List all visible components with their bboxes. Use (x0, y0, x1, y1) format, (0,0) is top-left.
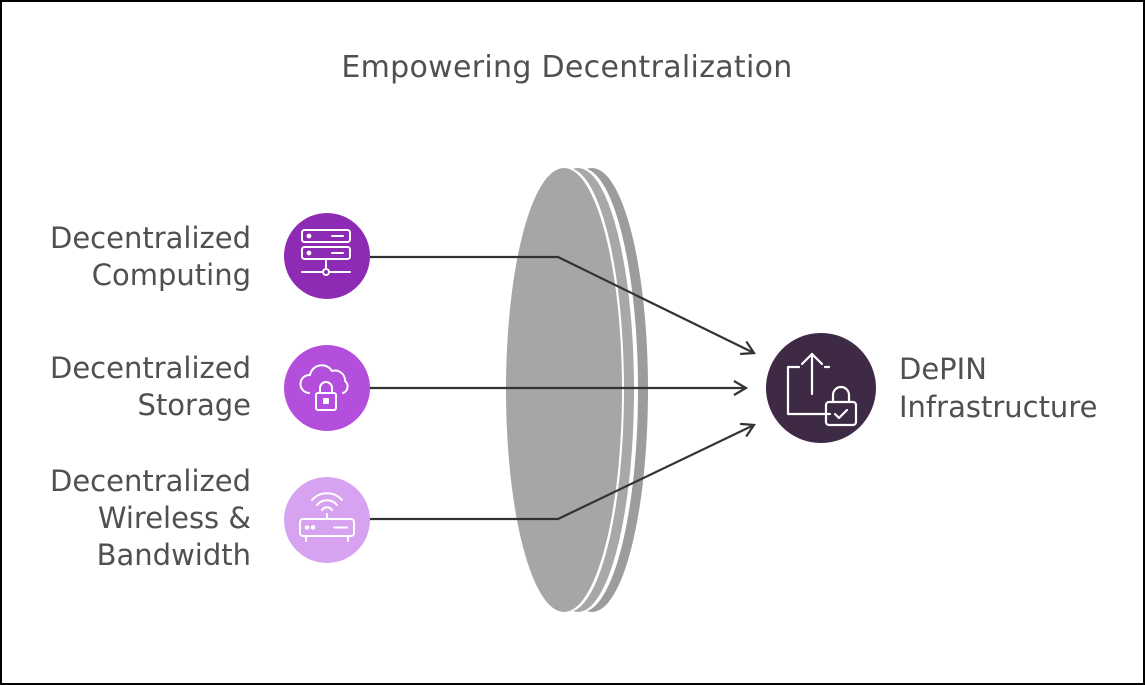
source-circle-storage (284, 345, 370, 431)
source-label-line: Computing (91, 258, 251, 292)
source-node-wireless (284, 477, 370, 563)
target-label: DePIN Infrastructure (899, 350, 1097, 426)
source-label-wireless: Decentralized Wireless & Bandwidth (50, 463, 251, 574)
cloud-lock-icon (299, 364, 349, 411)
source-label-line: Decentralized (50, 464, 251, 498)
target-node (766, 333, 876, 443)
lens (506, 168, 648, 612)
lens-face (506, 168, 622, 612)
connector-computing (370, 255, 756, 356)
diagram-title: Empowering Decentralization (341, 50, 793, 85)
connector-wireless (370, 422, 756, 521)
server-icon (301, 229, 351, 276)
source-label-line: Wireless & (97, 501, 251, 535)
target-label-line: Infrastructure (899, 390, 1098, 424)
source-label-storage: Decentralized Storage (50, 350, 251, 424)
target-circle (766, 333, 876, 443)
source-node-computing (284, 213, 370, 299)
share-lock-icon (786, 352, 858, 427)
wifi-router-icon (299, 492, 355, 542)
source-node-storage (284, 345, 370, 431)
target-label-line: DePIN (899, 352, 987, 386)
source-label-line: Bandwidth (96, 538, 251, 572)
source-label-computing: Decentralized Computing (50, 220, 251, 294)
source-label-line: Storage (137, 388, 251, 422)
source-label-line: Decentralized (50, 351, 251, 385)
source-label-line: Decentralized (50, 221, 251, 255)
source-circle-computing (284, 213, 370, 299)
connectors (370, 255, 756, 521)
